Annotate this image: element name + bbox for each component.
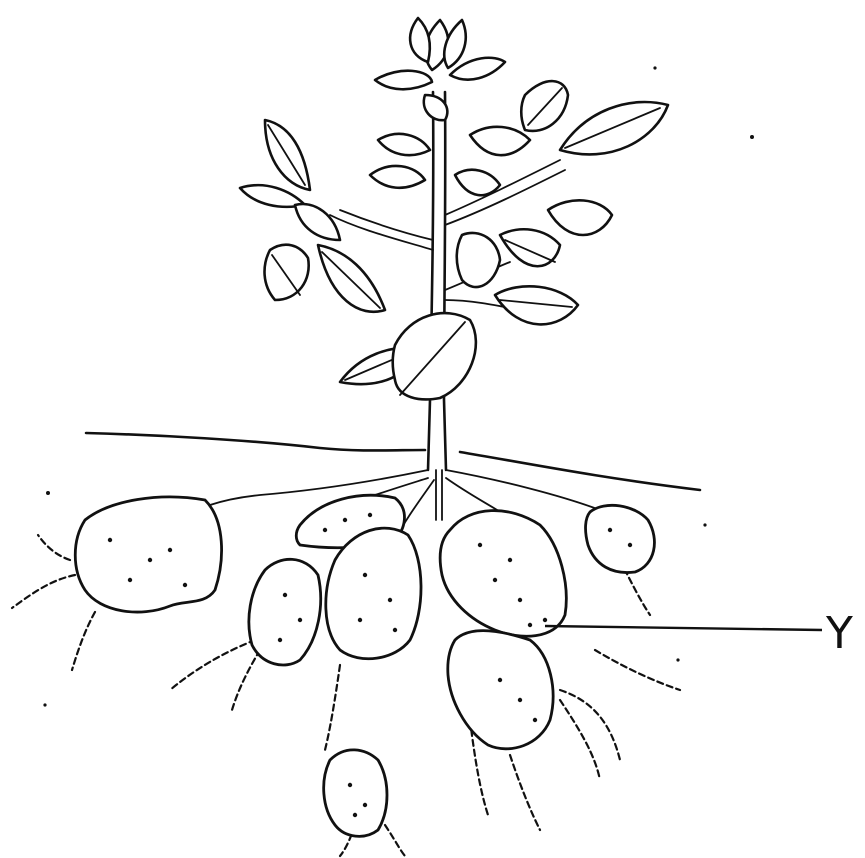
label-y-text: Y <box>825 608 853 659</box>
tuber-bottom <box>324 750 387 836</box>
leaves <box>240 18 668 399</box>
label-y: Y <box>545 608 853 659</box>
tubers <box>75 495 654 836</box>
tuber-far-right <box>586 505 655 572</box>
soil-surface <box>86 433 700 490</box>
tuber-left-large <box>75 497 221 612</box>
tuber-center-left-small <box>249 559 321 665</box>
tuber-right-lower <box>448 631 553 749</box>
tuber-right-large <box>440 511 566 637</box>
label-y-leader-line <box>545 626 822 630</box>
